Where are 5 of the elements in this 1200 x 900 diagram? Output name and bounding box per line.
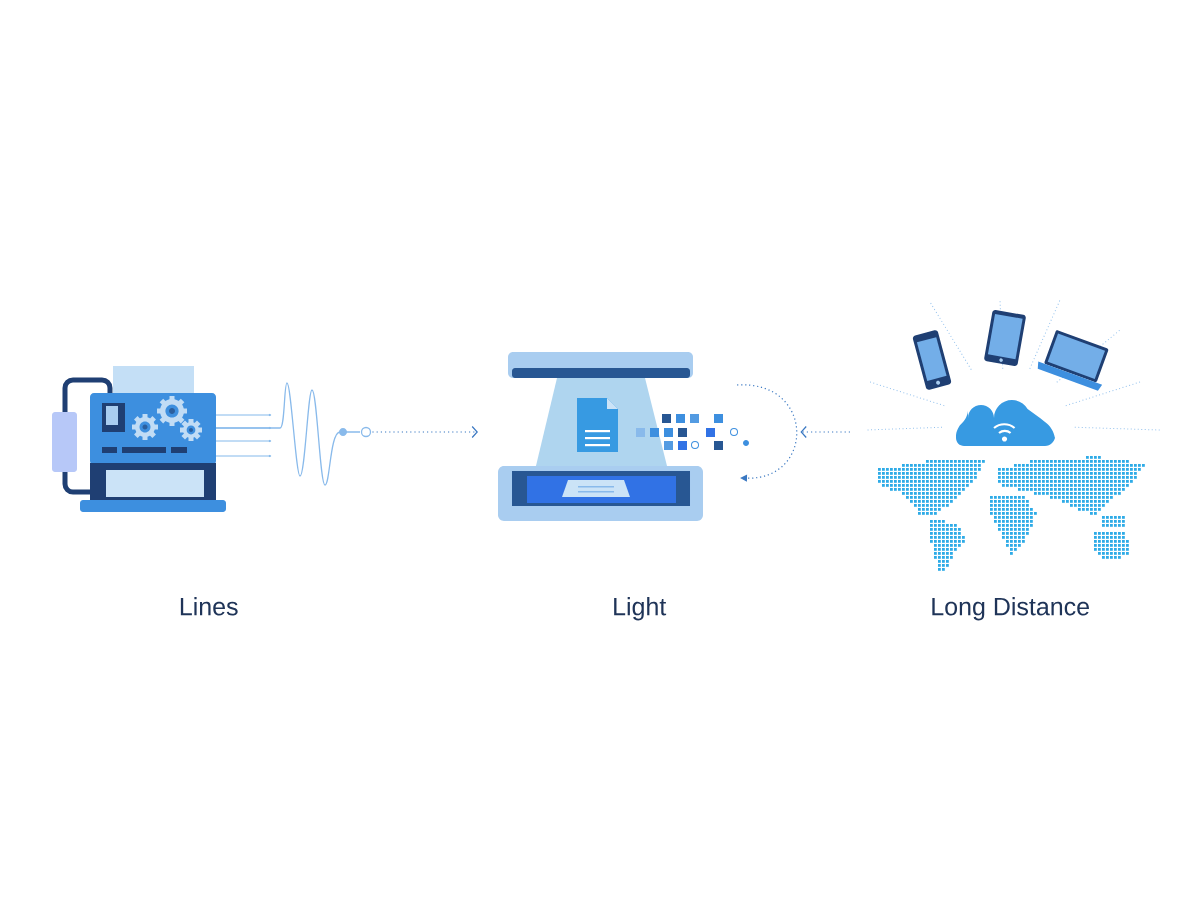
caption-label: Long Distance: [932, 597, 1089, 621]
dotted-arrow: [371, 425, 478, 439]
dotted-arrow: [800, 425, 851, 439]
caption-label: Lines: [180, 597, 238, 616]
caption-label: Light: [614, 597, 667, 621]
